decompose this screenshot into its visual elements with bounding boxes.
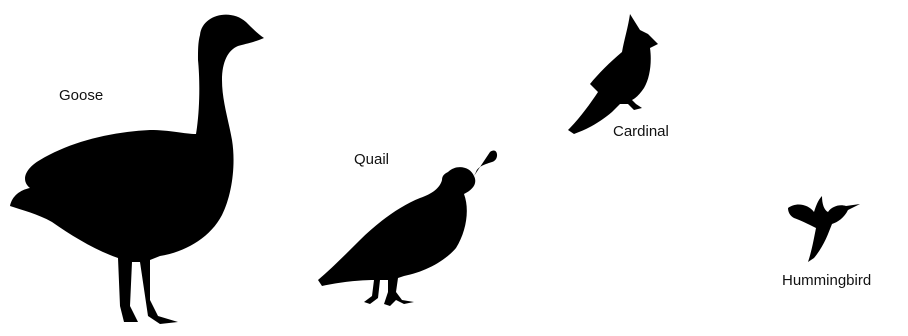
hummingbird-silhouette: [788, 196, 860, 262]
goose-silhouette: [10, 15, 264, 324]
quail-label: Quail: [354, 151, 389, 168]
quail-silhouette: [318, 151, 497, 306]
cardinal-silhouette: [568, 14, 658, 134]
goose-label: Goose: [59, 87, 103, 104]
hummingbird-label: Hummingbird: [782, 272, 871, 289]
cardinal-label: Cardinal: [613, 123, 669, 140]
